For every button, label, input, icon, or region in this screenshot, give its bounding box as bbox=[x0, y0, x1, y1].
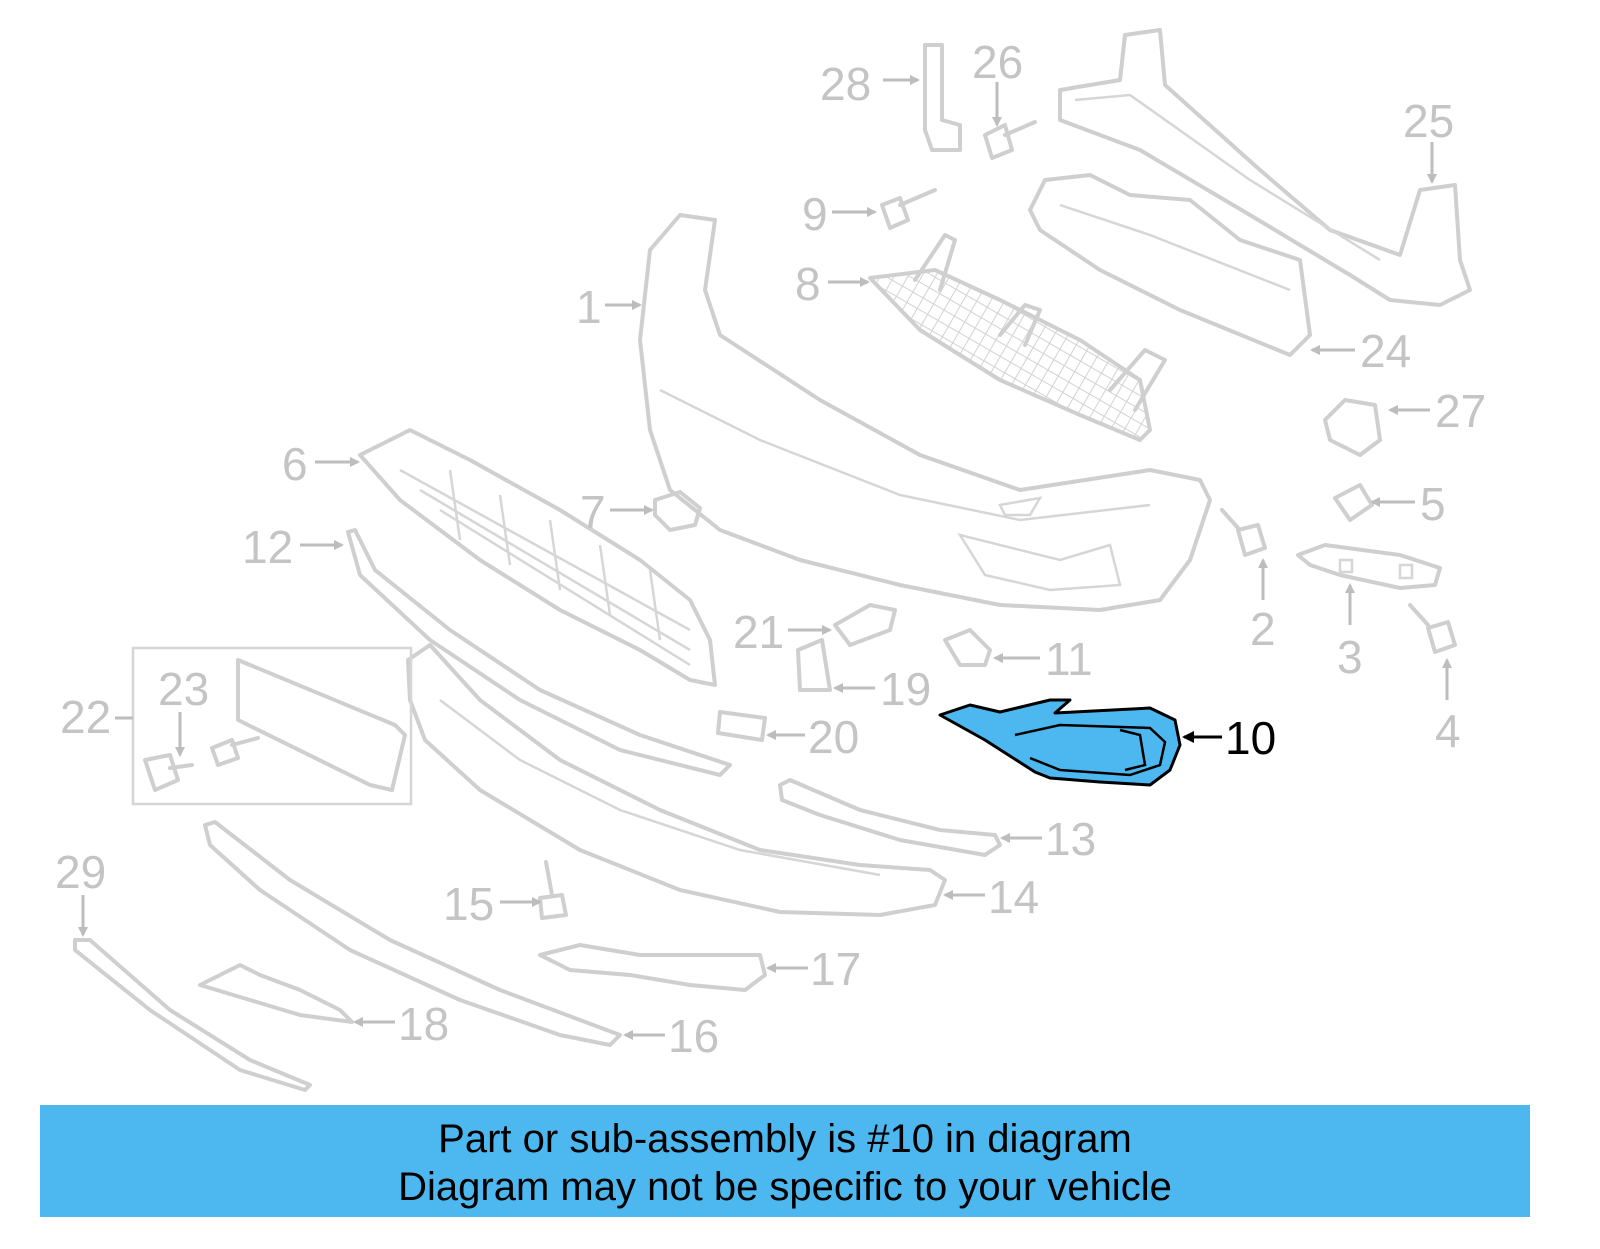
part-1-bumper-cover bbox=[638, 213, 1212, 612]
callout-20: 20 bbox=[808, 711, 859, 763]
part-12-molding bbox=[346, 528, 732, 777]
callout-4: 4 bbox=[1435, 705, 1461, 757]
callout-29: 29 bbox=[55, 846, 106, 898]
part-5-push-pin bbox=[1333, 483, 1374, 522]
callout-11: 11 bbox=[1045, 633, 1093, 685]
part-24-energy-absorber bbox=[1028, 173, 1312, 357]
callout-24: 24 bbox=[1360, 325, 1411, 377]
part-11-clip bbox=[943, 628, 992, 667]
callout-19: 19 bbox=[880, 663, 931, 715]
part-15-bolt bbox=[538, 860, 568, 920]
callout-8: 8 bbox=[795, 258, 821, 310]
part-28-bracket bbox=[923, 43, 962, 152]
callout-21: 21 bbox=[733, 606, 784, 658]
callout-1: 1 bbox=[576, 281, 602, 333]
banner-line-1: Part or sub-assembly is #10 in diagram bbox=[438, 1117, 1132, 1161]
leader-lines bbox=[78, 75, 1452, 1040]
part-14-lower-cover bbox=[406, 643, 947, 917]
part-8-upper-grille bbox=[868, 233, 1167, 442]
info-banner: Part or sub-assembly is #10 in diagram D… bbox=[40, 1105, 1530, 1217]
callout-14: 14 bbox=[988, 871, 1039, 923]
callout-12: 12 bbox=[242, 521, 293, 573]
part-16-spoiler bbox=[203, 820, 622, 1047]
banner-line-2: Diagram may not be specific to your vehi… bbox=[398, 1165, 1172, 1209]
part-3-side-bracket bbox=[1296, 543, 1442, 590]
part-10-highlighted-bezel bbox=[938, 698, 1182, 787]
part-7-clip bbox=[653, 490, 702, 532]
callout-23: 23 bbox=[158, 663, 209, 715]
part-13-molding bbox=[778, 778, 1002, 857]
callout-18: 18 bbox=[398, 998, 449, 1050]
callout-labels: 28 26 25 9 8 1 24 27 5 6 7 12 2 3 4 21 1… bbox=[55, 36, 1486, 1062]
callout-28: 28 bbox=[820, 58, 871, 110]
callout-10-active: 10 bbox=[1225, 712, 1276, 764]
callout-7: 7 bbox=[580, 486, 606, 538]
part-20-pad bbox=[716, 710, 767, 742]
callout-22: 22 bbox=[60, 691, 111, 743]
part-25-reinforcement-beam bbox=[1058, 28, 1472, 307]
callout-26: 26 bbox=[972, 36, 1023, 88]
part-2-bolt bbox=[1220, 508, 1267, 557]
part-21-tow-cap bbox=[833, 603, 897, 647]
part-9-bolt bbox=[880, 188, 937, 230]
callout-3: 3 bbox=[1337, 631, 1363, 683]
part-6-lower-grille bbox=[358, 428, 717, 687]
part-22-license-bracket-kit bbox=[131, 646, 413, 806]
callout-17: 17 bbox=[810, 943, 861, 995]
callout-9: 9 bbox=[802, 188, 828, 240]
part-26-bolt bbox=[983, 120, 1037, 160]
part-18-deflector bbox=[198, 963, 354, 1024]
part-23-push-retainer bbox=[210, 736, 260, 767]
callout-6: 6 bbox=[282, 438, 308, 490]
callout-27: 27 bbox=[1435, 385, 1486, 437]
part-19-bracket bbox=[796, 638, 832, 692]
part-29-lip-strip bbox=[73, 938, 312, 1092]
part-4-bolt bbox=[1408, 603, 1457, 654]
callout-5: 5 bbox=[1420, 478, 1446, 530]
callout-16: 16 bbox=[668, 1010, 719, 1062]
callout-13: 13 bbox=[1045, 813, 1096, 865]
part-17-deflector bbox=[538, 943, 767, 992]
callout-25: 25 bbox=[1403, 95, 1454, 147]
callout-2: 2 bbox=[1250, 603, 1276, 655]
callout-15: 15 bbox=[443, 878, 494, 930]
part-27-bracket-clip bbox=[1323, 398, 1382, 457]
